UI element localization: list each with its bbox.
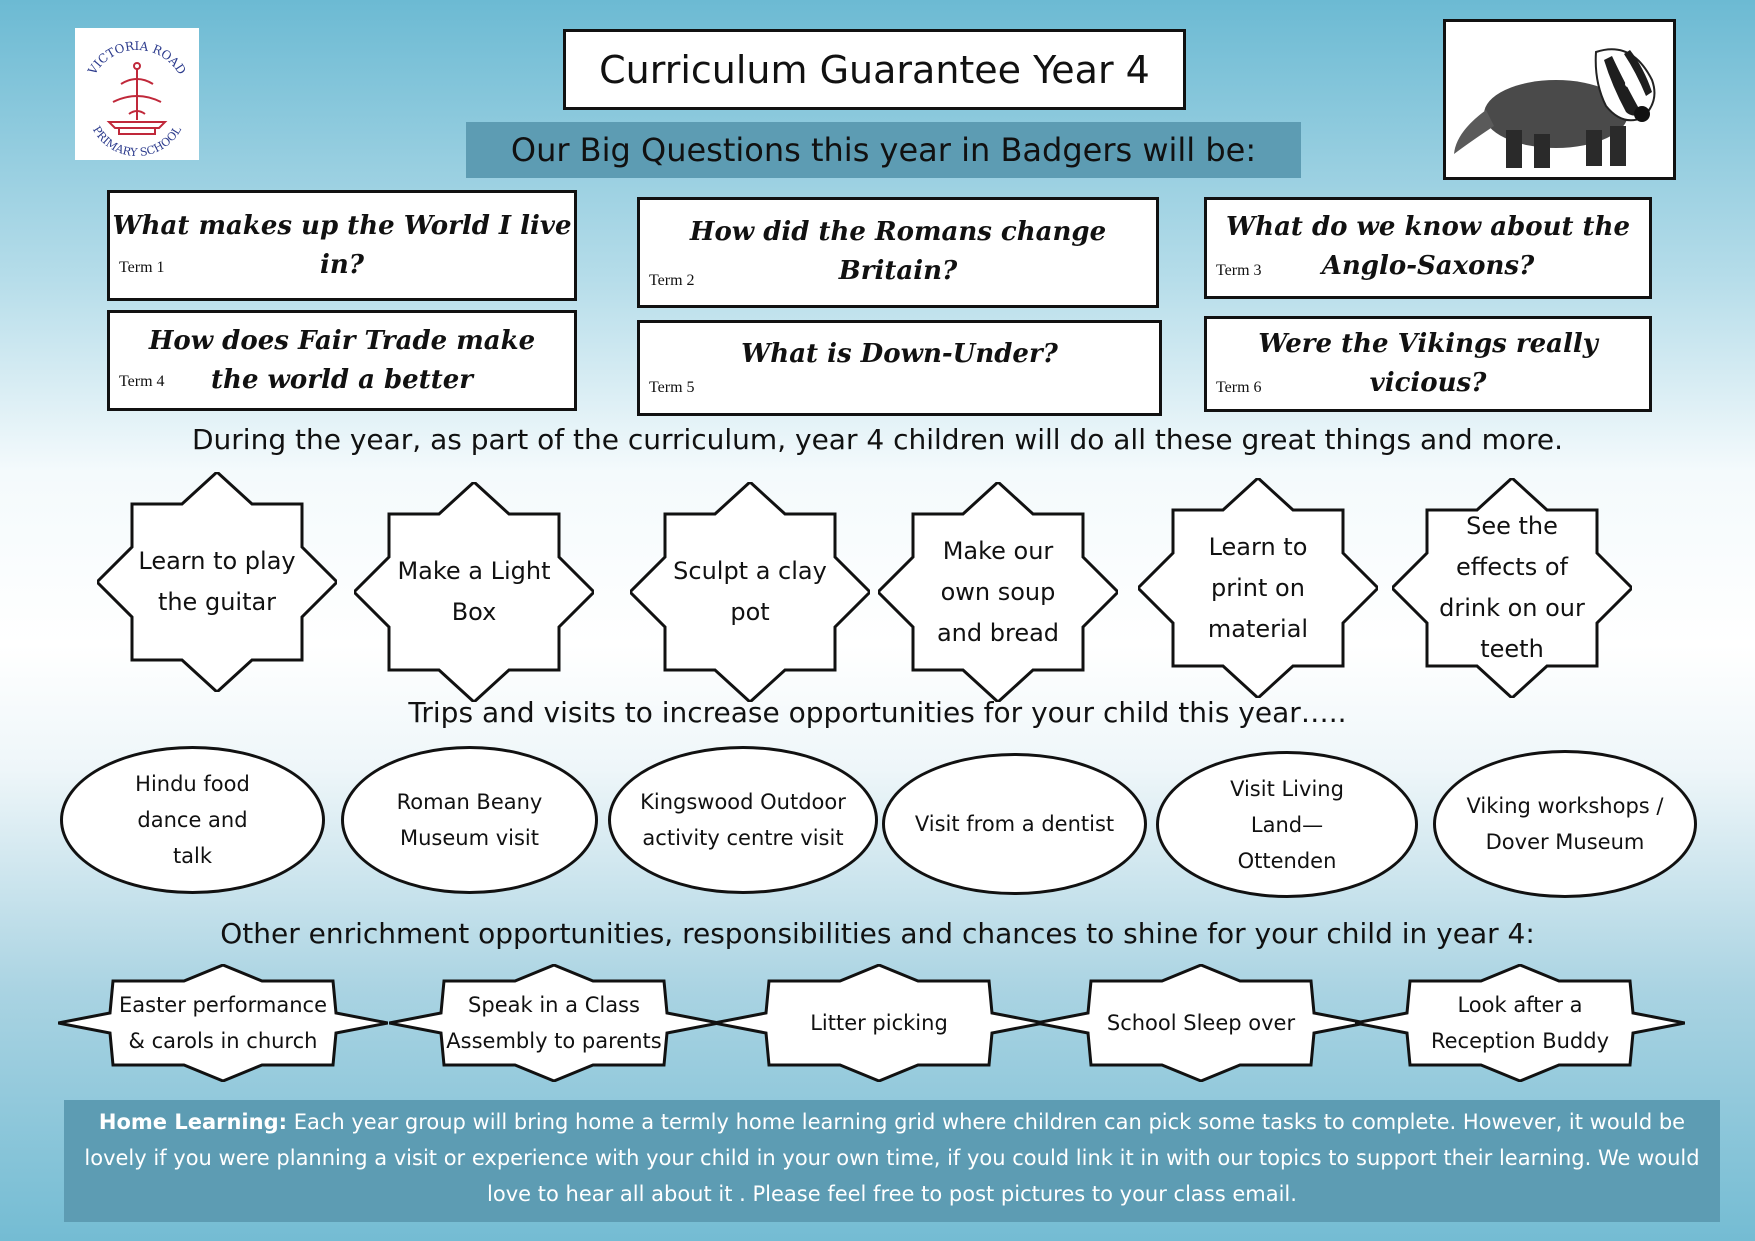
enrichment-hexagon: Look after a Reception Buddy — [1355, 964, 1685, 1082]
badger-picture — [1443, 19, 1676, 180]
home-learning-box: Home Learning: Each year group will brin… — [64, 1100, 1720, 1222]
question-line-1: Were the Vikings really — [1258, 329, 1598, 359]
term-label: Term 3 — [1216, 262, 1262, 279]
enrichment-hexagon: Easter performance & carols in church — [58, 964, 388, 1082]
activities-intro: During the year, as part of the curricul… — [191, 423, 1564, 456]
trip-label: Hindu food dance and talk — [135, 772, 250, 868]
enrichment-label: School Sleep over — [1106, 1011, 1296, 1035]
trip-label: Visit Living Land—Ottenden — [1230, 776, 1344, 873]
enrichment-label: Litter picking — [810, 1011, 948, 1035]
badger-icon — [1454, 48, 1656, 168]
activity-label: Learn to print on material — [1207, 532, 1309, 643]
trips-intro: Trips and visits to increase opportuniti… — [408, 696, 1347, 729]
activity-label: Learn to play the guitar — [138, 547, 296, 616]
question-line-1: What is Down-Under? — [741, 339, 1058, 369]
fountain-logo-icon: VICTORIA ROAD PRIMARY SCHOOL — [85, 39, 189, 159]
question-line-2: Anglo-Saxons? — [1321, 251, 1535, 281]
question-line-1: What do we know about the — [1225, 212, 1631, 242]
term-label: Term 1 — [119, 259, 165, 276]
activity-label: See the effects of drink on our teeth — [1439, 512, 1585, 663]
enrichment-label: Easter performance & carols in church — [118, 993, 328, 1053]
question-line-2: in? — [319, 250, 364, 280]
trip-oval: Viking workshops / Dover Museum — [1433, 750, 1697, 898]
activity-star: See the effects of drink on our teeth — [1392, 478, 1632, 698]
term-label: Term 2 — [649, 272, 695, 289]
trip-oval: Visit Living Land—Ottenden — [1156, 751, 1418, 898]
activity-star: Make a Light Box — [354, 482, 594, 702]
activity-label: Make our own soup and bread — [936, 536, 1060, 647]
enrichment-hexagon: Litter picking — [714, 964, 1044, 1082]
activity-star: Sculpt a clay pot — [630, 482, 870, 702]
trip-oval: Hindu food dance and talk — [60, 746, 325, 894]
question-term-6: Were the Vikings really vicious? Term 6 — [1204, 316, 1652, 412]
school-logo: VICTORIA ROAD PRIMARY SCHOOL — [75, 28, 199, 160]
activity-star: Learn to print on material — [1138, 478, 1378, 698]
trip-oval: Kingswood Outdoor activity centre visit — [608, 746, 878, 894]
home-learning-text: Each year group will bring home a termly… — [84, 1110, 1700, 1206]
term-label: Term 5 — [649, 379, 695, 396]
trip-label: Kingswood Outdoor activity centre visit — [640, 790, 846, 850]
trip-label: Viking workshops / Dover Museum — [1466, 794, 1664, 854]
term-label: Term 6 — [1216, 379, 1262, 396]
big-questions-heading: Our Big Questions this year in Badgers w… — [466, 122, 1301, 178]
enrichment-intro: Other enrichment opportunities, responsi… — [220, 917, 1535, 950]
trip-oval: Visit from a dentist — [882, 753, 1147, 895]
activity-star: Learn to play the guitar — [97, 472, 337, 692]
question-term-4: How does Fair Trade make the world a bet… — [107, 310, 577, 411]
activity-label: Sculpt a clay pot — [673, 557, 827, 626]
enrichment-hexagon: School Sleep over — [1036, 964, 1366, 1082]
page-title: Curriculum Guarantee Year 4 — [563, 29, 1186, 110]
question-line-2: the world a better — [211, 365, 473, 395]
question-line-1: How does Fair Trade make — [148, 326, 536, 356]
enrichment-label: Speak in a Class Assembly to parents — [446, 993, 662, 1053]
question-line-1: How did the Romans change Britain? — [689, 217, 1107, 286]
activity-star: Make our own soup and bread — [878, 482, 1118, 702]
activity-label: Make a Light Box — [397, 557, 551, 626]
enrichment-hexagon: Speak in a Class Assembly to parents — [389, 964, 719, 1082]
term-label: Term 4 — [119, 373, 165, 390]
trip-label: Visit from a dentist — [914, 812, 1115, 836]
question-term-1: What makes up the World I live in? Term … — [107, 190, 577, 301]
home-learning-label: Home Learning: — [98, 1110, 288, 1134]
question-line-1: What makes up the World I live — [112, 211, 572, 241]
question-term-3: What do we know about the Anglo-Saxons? … — [1204, 197, 1652, 299]
question-term-2: How did the Romans change Britain? Term … — [637, 197, 1159, 308]
enrichment-label: Look after a Reception Buddy — [1430, 993, 1610, 1053]
question-term-5: What is Down-Under? Term 5 — [637, 320, 1162, 416]
trip-oval: Roman Beany Museum visit — [341, 746, 598, 894]
trip-label: Roman Beany Museum visit — [396, 790, 543, 850]
question-line-2: vicious? — [1369, 368, 1487, 398]
